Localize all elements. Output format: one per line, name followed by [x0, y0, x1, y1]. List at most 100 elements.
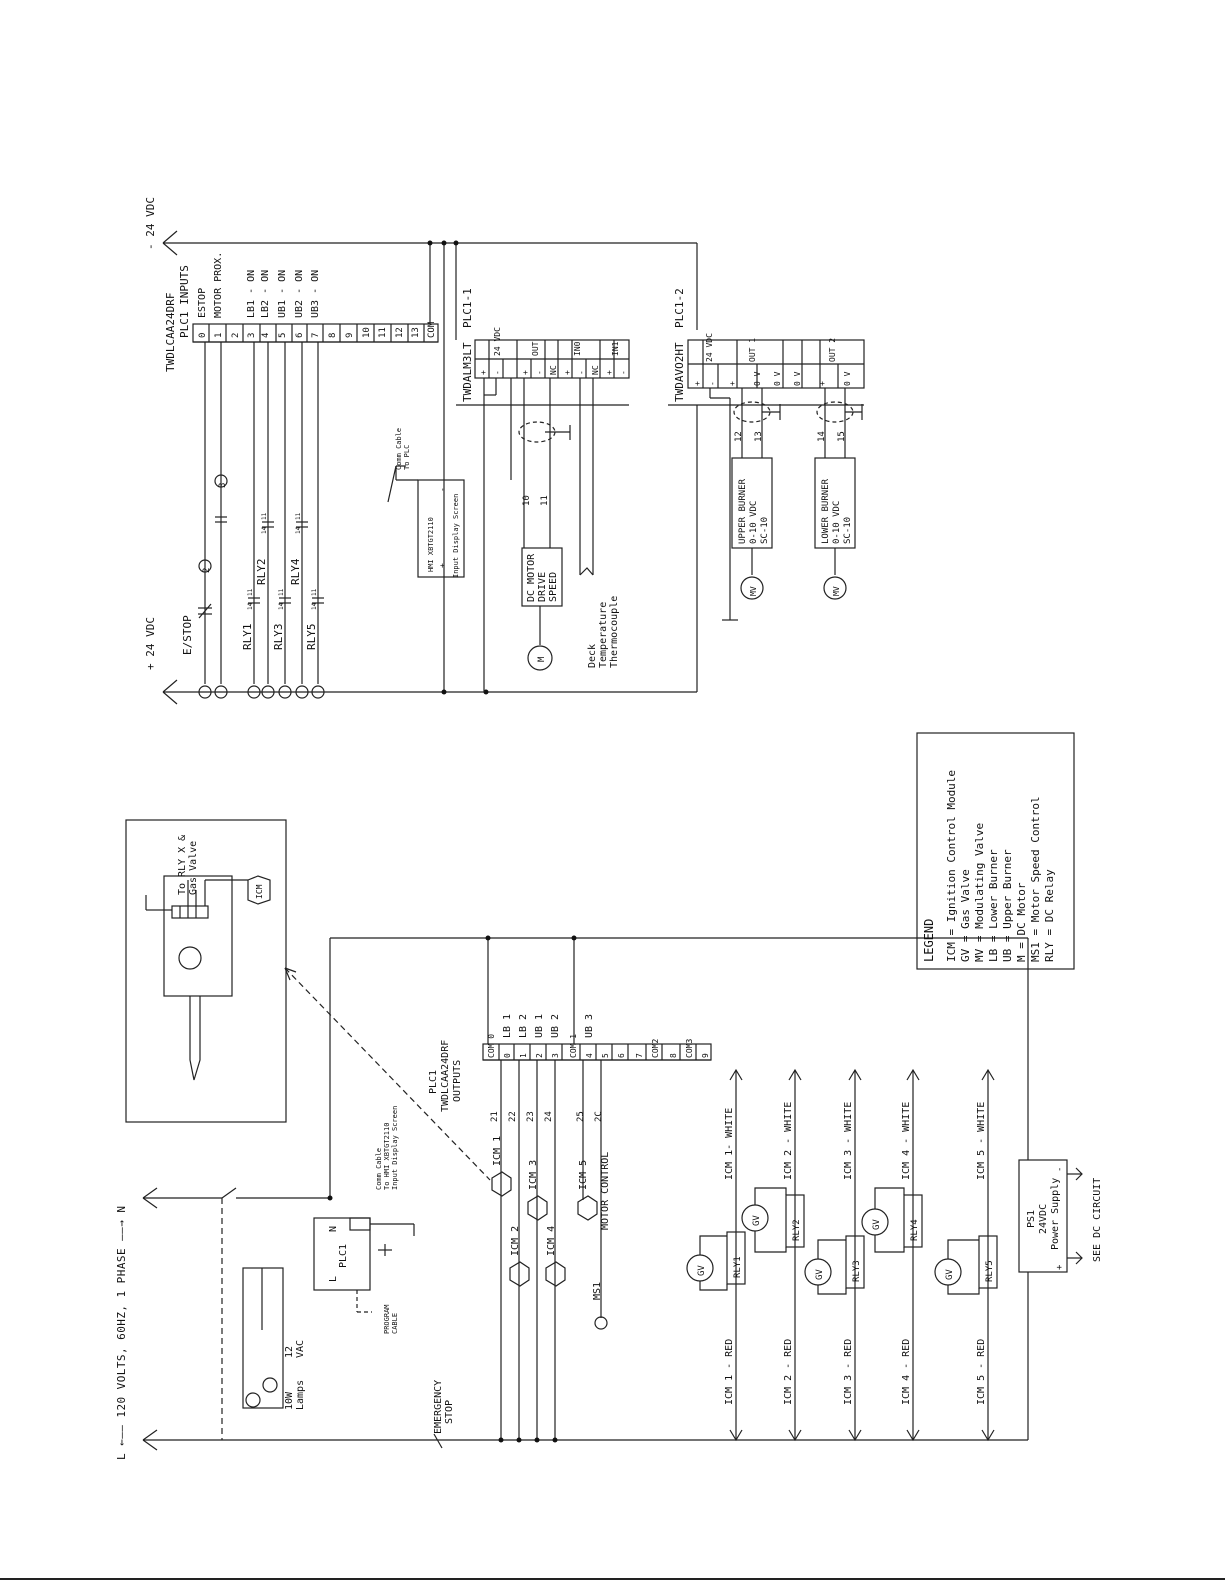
input-terminal-3: 3	[247, 333, 257, 338]
ac-wire-4: 25	[576, 1111, 586, 1122]
out-terminal-7: 5	[601, 1053, 610, 1058]
out-terminal-0: COM 0	[487, 1034, 496, 1058]
ac-comm-2: To HMI XBTGT2110	[383, 1123, 391, 1190]
out-title-2: TWDLCAA24DRF	[440, 1040, 451, 1112]
dc-relay-3: RLY3	[272, 624, 285, 651]
avo-t2-1: OUT 1	[748, 338, 757, 362]
lamps	[242, 1267, 284, 1409]
wire-10: 10	[522, 495, 532, 506]
input-terminal-5: 5	[278, 333, 288, 338]
ac-wire-0: 21	[490, 1111, 500, 1122]
icm-1-label: ICM 1	[492, 1136, 503, 1166]
out-terminal-12: COM3	[685, 1039, 694, 1058]
program-1: PROGRAM	[383, 1304, 391, 1334]
icm-hexagons	[491, 1171, 598, 1287]
out-label-4: UB 2	[550, 1014, 561, 1038]
ps-plus: +	[1055, 1264, 1065, 1270]
contact-11-c: 11	[278, 588, 285, 596]
ac-plc-l: L	[328, 1276, 339, 1282]
alm-t2-3: IN1	[611, 341, 620, 356]
circle-2	[198, 559, 212, 573]
ac-relay-3: RLY4	[910, 1219, 920, 1241]
upper-burner-3: SC-10	[760, 517, 770, 544]
dc-motor-2: DRIVE	[537, 572, 548, 602]
estop-label: E/STOP	[181, 615, 194, 655]
alm-t1-5: NC	[549, 365, 558, 375]
ac-plc1: PLC1	[338, 1244, 349, 1268]
ac-relay-1: RLY2	[792, 1219, 802, 1241]
gv-0: GV	[697, 1265, 707, 1276]
avo-t1-1: -	[708, 381, 717, 386]
input-terminal-1: 1	[214, 333, 224, 338]
input-label-6: UB2 - ON	[294, 270, 305, 318]
minus-24-label: - 24 VDC	[144, 197, 157, 250]
relay-contacts	[248, 521, 324, 604]
legend-line-2: MV = Modulating Valve	[973, 823, 986, 962]
plc-input-title-1: TWDLCAA24DRF	[164, 293, 177, 372]
input-terminal-10: 10	[362, 327, 372, 338]
avo-t1-2: +	[728, 381, 737, 386]
out-terminal-1: 0	[503, 1053, 512, 1058]
program-2: CABLE	[391, 1313, 399, 1334]
lamps-v2: VAC	[295, 1340, 306, 1358]
emergency-1: EMERGENCY	[433, 1380, 444, 1434]
comm-arrow	[284, 967, 297, 981]
input-terminal-7: 7	[311, 333, 321, 338]
contact-11-b: 11	[261, 512, 268, 520]
deck-temp-2: Temperature	[598, 602, 609, 668]
alm-t1-8: NC	[591, 365, 600, 375]
ps1-box	[1018, 1159, 1083, 1273]
plc1-ac-box	[313, 1217, 415, 1313]
dc-relay-5: RLY5	[305, 624, 318, 651]
legend-line-1: GV = Gas Valve	[959, 869, 972, 962]
ac-comm-1: Comm Cable	[375, 1148, 383, 1190]
wire-12: 12	[734, 431, 744, 442]
icm-detail-box	[125, 819, 287, 1123]
lamps-1: 10W	[284, 1391, 295, 1410]
wire-15: 15	[837, 431, 847, 442]
legend-line-6: MS1 = Motor Speed Control	[1029, 796, 1042, 962]
out-label-1: LB 1	[502, 1014, 513, 1038]
gv-3: GV	[872, 1219, 882, 1230]
lower-burner-1: LOWER BURNER	[821, 478, 831, 544]
alm-t1-10: -	[619, 370, 628, 375]
estop-contact	[198, 603, 212, 619]
comm-cable-2: To PLC	[403, 445, 411, 470]
motor-m-symbol: M	[537, 656, 547, 662]
icm-3-label: ICM 3	[528, 1160, 539, 1190]
white-line-0: ICM 1- WHITE	[724, 1108, 735, 1180]
white-line-1: ICM 2 - WHITE	[783, 1102, 794, 1180]
legend-box	[916, 732, 1075, 970]
alm-t1-6: +	[563, 370, 572, 375]
input-terminal-9: 9	[345, 333, 355, 338]
dc-motor-1: DC MOTOR	[526, 553, 537, 602]
avo-t2-2: OUT 2	[828, 338, 837, 362]
icm-2-label: ICM 2	[510, 1226, 521, 1256]
ac-relay-0: RLY1	[733, 1256, 743, 1278]
ac-relays	[686, 1187, 998, 1295]
gv-1: GV	[752, 1215, 762, 1226]
avo-wires	[709, 388, 863, 621]
input-terminal-4: 4	[261, 333, 271, 338]
avo-t1-0: +	[693, 381, 702, 386]
ac-wire-3: 24	[544, 1111, 554, 1122]
contact-14-d: 14	[295, 526, 302, 534]
out-label-2: LB 2	[518, 1014, 529, 1038]
circle-2-label: 2	[202, 568, 212, 573]
out-terminal-6: 4	[585, 1053, 594, 1058]
input-label-7: UB3 - ON	[310, 270, 321, 318]
out-terminal-5: COM 1	[569, 1034, 578, 1058]
out-terminal-2: 1	[519, 1053, 528, 1058]
twdavo2ht-block	[668, 243, 865, 692]
contact-14-c: 14	[278, 602, 285, 610]
dc-relay-4: RLY4	[289, 558, 302, 585]
motor-prox-contact	[215, 516, 227, 523]
legend-line-0: ICM = Ignition Control Module	[945, 770, 958, 962]
hmi-label-2: Input Display Screen	[452, 494, 460, 578]
icm-wire-rows	[729, 1068, 995, 1442]
